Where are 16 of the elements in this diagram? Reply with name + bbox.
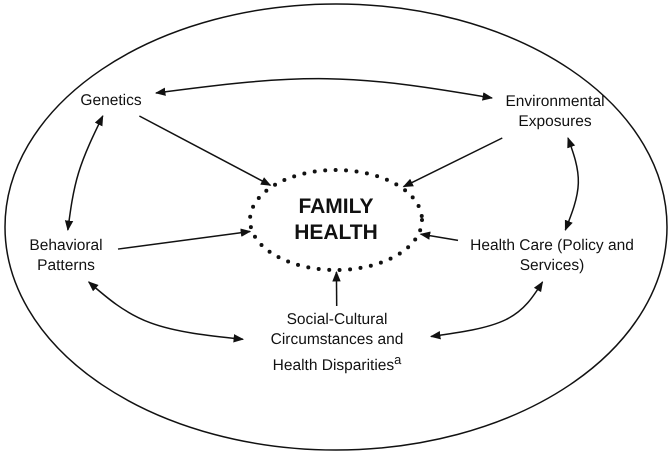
factor-label: Genetics: [80, 91, 142, 111]
arrow: [430, 281, 544, 340]
factor-label: Environmental Exposures: [504, 92, 606, 132]
arrow: [402, 137, 503, 188]
arrow: [564, 137, 580, 231]
arrow: [64, 115, 104, 232]
arrow: [154, 78, 494, 101]
arrow: [139, 115, 272, 186]
factor-label: Behavioral Patterns: [28, 236, 104, 276]
arrow: [88, 281, 244, 342]
arrow: [332, 270, 341, 306]
center-label: FAMILY HEALTH: [293, 194, 379, 246]
factor-label: Health Care (Policy and Services): [469, 236, 635, 276]
factor-label: Social-Cultural Circumstances and Health Disparities$^{a}$: [270, 310, 404, 376]
arrow: [118, 228, 252, 250]
arrow: [420, 232, 458, 242]
